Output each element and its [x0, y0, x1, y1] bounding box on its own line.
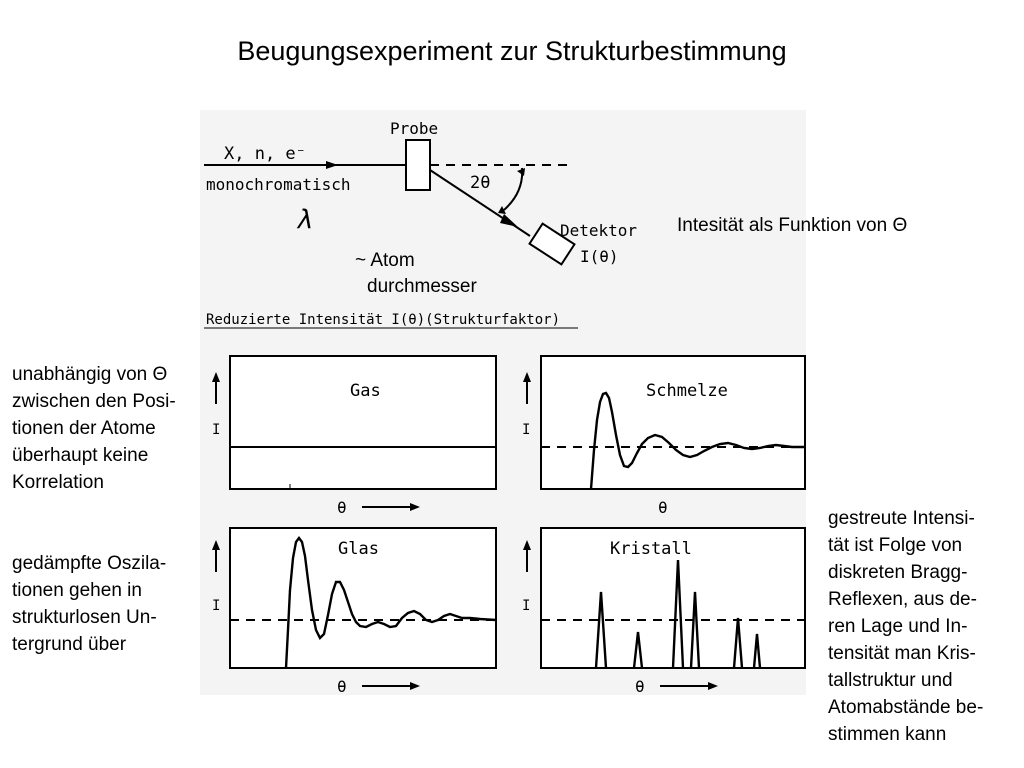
- atom-caption-line-1: ~ Atom: [355, 250, 415, 271]
- note-gas-line: tionen der Atome: [12, 418, 156, 439]
- note-crystal: gestreute Intensi- tät ist Folge von dis…: [828, 505, 983, 748]
- beam-label: X, n, e⁻: [224, 144, 306, 164]
- note-gas-line: Korrelation: [12, 472, 104, 493]
- note-gas: unabhängig von Θ zwischen den Posi- tion…: [12, 361, 176, 496]
- note-gas-line: zwischen den Posi-: [12, 391, 176, 412]
- note-gas-line: unabhängig von Θ: [12, 364, 168, 385]
- panel-crystal-ylabel: I: [522, 598, 530, 614]
- bragg-peak-2: [632, 631, 644, 669]
- detector-box: [528, 222, 576, 266]
- panel-gas-ylabel: I: [212, 422, 220, 438]
- detector-signal: I(θ): [580, 247, 619, 266]
- sample-label: Probe: [390, 119, 438, 138]
- page-title: Beugungsexperiment zur Strukturbestimmun…: [237, 36, 787, 66]
- note-crystal-line: diskreten Bragg-: [828, 562, 968, 583]
- panel-glass: Glas I θ: [212, 527, 497, 695]
- note-glass-line: tionen gehen in: [12, 580, 142, 601]
- atom-diameter-caption: ~ Atom durchmesser: [355, 250, 477, 298]
- bragg-peak-4: [689, 591, 701, 669]
- intensity-function-note: Intesität als Funktion von Θ: [677, 215, 908, 236]
- note-crystal-line: ren Lage und In-: [828, 616, 968, 637]
- bragg-peak-1: [594, 591, 608, 669]
- note-crystal-line: stimmen kann: [828, 724, 947, 745]
- panel-gas: Gas I θ: [212, 355, 497, 517]
- note-glass-line: tergrund über: [12, 634, 127, 655]
- panel-crystal-title: Kristall: [610, 539, 692, 559]
- atom-caption-line-2: durchmesser: [367, 276, 477, 297]
- note-crystal-line: Reflexen, aus de-: [828, 589, 977, 610]
- diffraction-diagram: X, n, e⁻ monochromatisch λ Probe 2θ Dete…: [200, 110, 806, 695]
- note-crystal-line: tallstruktur und: [828, 670, 953, 691]
- panel-glass-title: Glas: [338, 539, 379, 559]
- melt-curve: [589, 391, 805, 490]
- panel-gas-xlabel: θ: [337, 498, 347, 517]
- note-crystal-line: gestreute Intensi-: [828, 508, 975, 529]
- note-crystal-line: tensität man Kris-: [828, 643, 976, 664]
- glass-curve: [284, 536, 497, 669]
- panel-crystal-xlabel: θ: [635, 677, 645, 695]
- note-glass: gedämpfte Oszila- tionen gehen in strukt…: [12, 550, 166, 658]
- bragg-peak-5: [732, 617, 744, 669]
- lambda-symbol: λ: [296, 205, 312, 235]
- panel-crystal: Kristall I θ: [522, 527, 806, 695]
- panel-melt: Schmelze I θ: [522, 355, 806, 517]
- note-crystal-line: Atomabstände be-: [828, 697, 984, 718]
- note-glass-line: strukturlosen Un-: [12, 607, 157, 628]
- bragg-peak-3: [671, 559, 685, 669]
- bragg-peak-6: [752, 633, 762, 669]
- setup-schematic: X, n, e⁻ monochromatisch λ Probe 2θ Dete…: [204, 119, 637, 266]
- note-gas-line: überhaupt keine: [12, 445, 149, 466]
- note-crystal-line: tät ist Folge von: [828, 535, 963, 556]
- panel-melt-title: Schmelze: [646, 381, 728, 401]
- panel-glass-xlabel: θ: [337, 677, 347, 695]
- angle-label: 2θ: [470, 173, 490, 193]
- note-glass-line: gedämpfte Oszila-: [12, 553, 167, 574]
- mono-label: monochromatisch: [206, 175, 351, 194]
- panel-melt-ylabel: I: [522, 422, 530, 438]
- panel-gas-title: Gas: [350, 381, 381, 401]
- reduced-intensity-header: Reduzierte Intensität I(θ)(Strukturfakto…: [206, 312, 560, 328]
- panel-glass-ylabel: I: [212, 598, 220, 614]
- panel-melt-xlabel: θ: [658, 498, 668, 517]
- sample-probe: [405, 139, 431, 191]
- detector-label: Detektor: [560, 221, 637, 240]
